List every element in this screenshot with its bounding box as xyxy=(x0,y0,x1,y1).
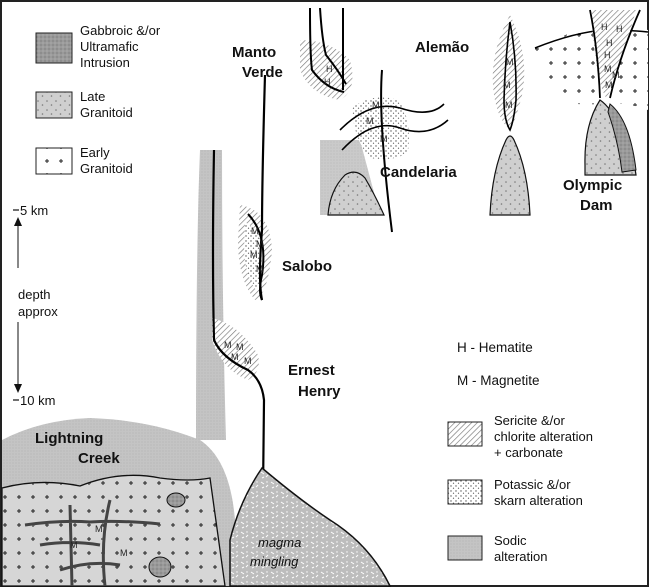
depth-label-line1: depth xyxy=(18,287,51,302)
late-granitoid-swatch xyxy=(36,92,72,118)
ernest-henry-label-line2: Henry xyxy=(298,383,341,400)
alemao-label: Alemão xyxy=(415,39,469,56)
early-granitoid-line2: Granitoid xyxy=(80,161,133,176)
magma-mingling-line2: mingling xyxy=(250,554,299,569)
sericite-swatch xyxy=(448,422,482,446)
potassic-swatch xyxy=(448,480,482,504)
salobo-m-1: M xyxy=(251,226,259,236)
olympic-dam-label-line2: Dam xyxy=(580,197,613,214)
od-m-3: M xyxy=(605,80,613,90)
lc-m-marker-2: M xyxy=(70,540,78,550)
sodic-line2: alteration xyxy=(494,549,547,564)
hematite-key: H - Hematite xyxy=(457,340,533,355)
depth-10km-label: 10 km xyxy=(20,393,55,408)
manto-verde-label-line1: Manto xyxy=(232,44,276,61)
depth-label-line2: approx xyxy=(18,304,58,319)
od-m-2: M xyxy=(612,70,620,80)
lc-m-marker-1: M xyxy=(95,524,103,534)
cd-m-2: M xyxy=(366,116,374,126)
gabbro-legend-line2: Ultramafic xyxy=(80,39,139,54)
lightning-creek-section: M M M Lightning Creek xyxy=(2,418,235,586)
gabbro-legend-line3: Intrusion xyxy=(80,55,130,70)
eh-m-1: M xyxy=(224,340,232,350)
od-h-4: H xyxy=(604,50,611,60)
lightning-creek-label-line2: Creek xyxy=(78,450,120,467)
manto-verde-label-line2: Verde xyxy=(242,64,283,81)
od-m-1: M xyxy=(604,64,612,74)
cd-m-1: M xyxy=(372,100,380,110)
ernest-henry-sodic-column xyxy=(196,150,226,440)
potassic-line2: skarn alteration xyxy=(494,493,583,508)
salobo-m-3: M xyxy=(250,250,258,260)
potassic-line1: Potassic &/or xyxy=(494,477,571,492)
lc-gabbro-pod-2 xyxy=(149,557,171,577)
salobo-m-2: M xyxy=(256,239,264,249)
eh-m-4: M xyxy=(244,356,252,366)
lc-gabbro-pod-1 xyxy=(167,493,185,507)
cd-m-3: M xyxy=(380,134,388,144)
od-h-2: H xyxy=(616,24,623,34)
sodic-line1: Sodic xyxy=(494,533,527,548)
candelaria-label: Candelaria xyxy=(380,164,457,181)
early-granitoid-line1: Early xyxy=(80,145,110,160)
eh-m-2: M xyxy=(236,342,244,352)
eh-m-3: M xyxy=(231,352,239,362)
od-h-3: H xyxy=(606,38,613,48)
magnetite-key: M - Magnetite xyxy=(457,373,540,388)
gabbro-legend-line1: Gabbroic &/or xyxy=(80,23,161,38)
sericite-line2: chlorite alteration xyxy=(494,429,593,444)
al-m-1: M xyxy=(506,57,514,67)
depth-5km-label: 5 km xyxy=(20,203,48,218)
mv-h-2: H xyxy=(324,77,331,87)
late-granitoid-line2: Granitoid xyxy=(80,105,133,120)
early-granitoid-swatch xyxy=(36,148,72,174)
lightning-creek-label-line1: Lightning xyxy=(35,430,103,447)
al-m-2: M xyxy=(503,80,511,90)
sodic-swatch xyxy=(448,536,482,560)
od-h-1: H xyxy=(601,22,608,32)
gabbro-swatch xyxy=(36,33,72,63)
lc-m-marker-3: M xyxy=(120,548,128,558)
salobo-label: Salobo xyxy=(282,258,332,275)
late-granitoid-line1: Late xyxy=(80,89,105,104)
sericite-line1: Sericite &/or xyxy=(494,413,565,428)
ernest-henry-label-line1: Ernest xyxy=(288,362,335,379)
olympic-dam-label-line1: Olympic xyxy=(563,177,622,194)
salobo-m-4: M xyxy=(256,264,264,274)
magma-mingling-line1: magma xyxy=(258,535,301,550)
al-m-3: M xyxy=(505,100,513,110)
mv-h-1: H xyxy=(326,64,333,74)
sericite-line3: + carbonate xyxy=(494,445,563,460)
lightning-creek-granitoid xyxy=(2,475,225,586)
